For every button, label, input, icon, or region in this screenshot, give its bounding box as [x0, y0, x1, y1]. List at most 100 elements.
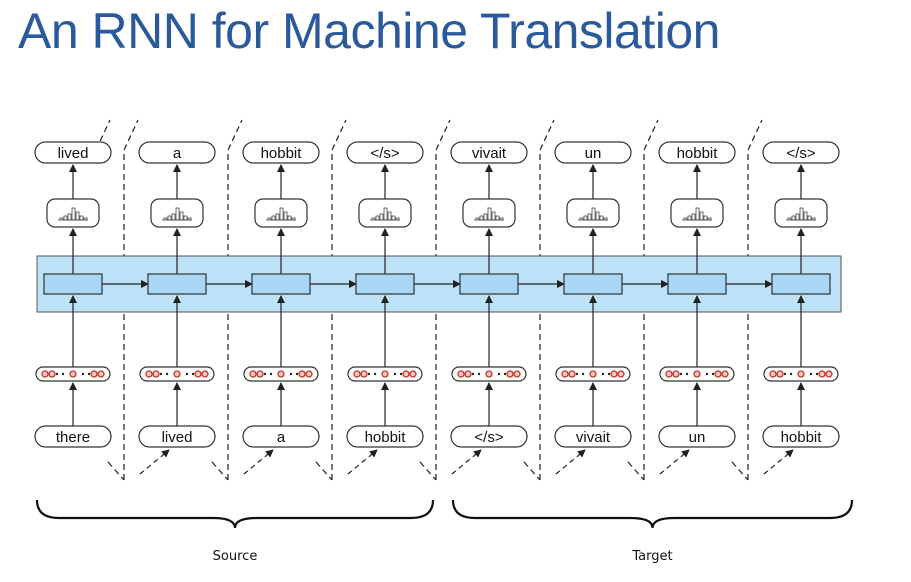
- embedding-dot: [797, 370, 805, 378]
- embedding-dot: [672, 370, 680, 378]
- input-token-box: [346, 425, 424, 448]
- embedding-dot: [48, 370, 56, 378]
- input-token-box: [762, 425, 840, 448]
- embedding-dot: [506, 370, 514, 378]
- embedding-dot: [665, 370, 673, 378]
- embedding-ellipsis-dot: [601, 372, 605, 376]
- embedding-dot: [513, 370, 521, 378]
- embedding-ellipsis-dot: [679, 372, 683, 376]
- input-token-label: </s>: [474, 429, 503, 446]
- input-token-box: [138, 425, 216, 448]
- input-token-box: [554, 425, 632, 448]
- feedback-arrow: [451, 449, 482, 475]
- input-token-label: hobbit: [781, 429, 823, 446]
- dashed-separator-bottom: [107, 461, 125, 481]
- dashed-separator-bottom: [731, 461, 749, 481]
- embedding-ellipsis-dot: [815, 372, 819, 376]
- hidden-cell: [251, 273, 311, 295]
- embedding-dot: [381, 370, 389, 378]
- dashed-separator-bottom: [315, 461, 333, 481]
- embedding-ellipsis-dot: [471, 372, 475, 376]
- embedding-ellipsis-dot: [575, 372, 579, 376]
- target-brace: [451, 499, 854, 529]
- output-token-box: [554, 141, 632, 164]
- embedding-ellipsis-dot: [581, 372, 585, 376]
- output-token-label: a: [173, 145, 182, 162]
- input-token-label: un: [689, 429, 706, 446]
- dashed-separator-top: [123, 119, 139, 151]
- output-token-box: [138, 141, 216, 164]
- feedback-arrow: [347, 449, 378, 475]
- softmax-box: [670, 198, 724, 228]
- embedding-ellipsis-dot: [185, 372, 189, 376]
- embedding-dot: [610, 370, 618, 378]
- timestep-column: vivait </s>: [450, 141, 528, 448]
- embedding-dot: [298, 370, 306, 378]
- embedding-ellipsis-dot: [81, 372, 85, 376]
- embedding-dot: [693, 370, 701, 378]
- softmax-box: [254, 198, 308, 228]
- embedding-dot: [173, 370, 181, 378]
- softmax-box: [774, 198, 828, 228]
- output-token-label: un: [585, 145, 602, 162]
- feedback-arrow: [555, 449, 586, 475]
- dashed-separator-top: [643, 119, 659, 151]
- embedding-ellipsis-dot: [269, 372, 273, 376]
- dashed-separator-top: [747, 119, 763, 151]
- hidden-cell: [667, 273, 727, 295]
- hidden-cell: [43, 273, 103, 295]
- embedding-dot: [402, 370, 410, 378]
- output-token-box: [450, 141, 528, 164]
- embedding-ellipsis-dot: [477, 372, 481, 376]
- feedback-arrow: [139, 449, 170, 475]
- embedding-dot: [464, 370, 472, 378]
- target-label: Target: [631, 549, 672, 564]
- embedding-ellipsis-dot: [295, 372, 299, 376]
- embedding-dot: [90, 370, 98, 378]
- embedding-ellipsis-dot: [61, 372, 65, 376]
- embedding-ellipsis-dot: [87, 372, 91, 376]
- embedding-dot: [249, 370, 257, 378]
- embedding-ellipsis-dot: [55, 372, 59, 376]
- embedding-dot: [617, 370, 625, 378]
- dashed-separator-top: [539, 119, 555, 151]
- dashed-separators: [95, 119, 763, 481]
- embedding-dot: [360, 370, 368, 378]
- hidden-cell: [459, 273, 519, 295]
- feedback-arrow: [243, 449, 274, 475]
- embedding-ellipsis-dot: [165, 372, 169, 376]
- embedding-ellipsis-dot: [191, 372, 195, 376]
- embedding-dot: [256, 370, 264, 378]
- embedding-ellipsis-dot: [497, 372, 501, 376]
- embedding-dot: [568, 370, 576, 378]
- output-token-label: hobbit: [261, 145, 303, 162]
- embedding-ellipsis-dot: [809, 372, 813, 376]
- output-token-label: vivait: [472, 145, 507, 162]
- embedding-ellipsis-dot: [711, 372, 715, 376]
- embedding-dot: [69, 370, 77, 378]
- output-token-box: [34, 141, 112, 164]
- embedding-ellipsis-dot: [789, 372, 793, 376]
- feedback-arrow: [659, 449, 690, 475]
- embedding-dot: [41, 370, 49, 378]
- output-token-label: </s>: [370, 145, 399, 162]
- timestep-column: </s>hobbit: [762, 141, 840, 448]
- embedding-ellipsis-dot: [289, 372, 293, 376]
- embedding-dot: [825, 370, 833, 378]
- input-token-box: [658, 425, 736, 448]
- hidden-cell: [355, 273, 415, 295]
- embedding-ellipsis-dot: [367, 372, 371, 376]
- embedding-dot: [201, 370, 209, 378]
- output-token-box: [658, 141, 736, 164]
- embedding-ellipsis-dot: [159, 372, 163, 376]
- embedding-dot: [589, 370, 597, 378]
- embedding-ellipsis-dot: [263, 372, 267, 376]
- embedding-ellipsis-dot: [607, 372, 611, 376]
- hidden-cell: [563, 273, 623, 295]
- embedding-dot: [353, 370, 361, 378]
- embedding-ellipsis-dot: [705, 372, 709, 376]
